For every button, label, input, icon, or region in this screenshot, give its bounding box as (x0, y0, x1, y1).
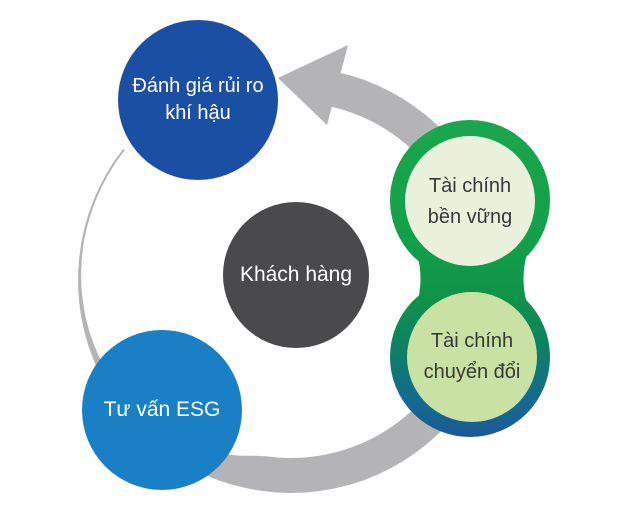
node-sustainable-finance-circle (405, 136, 535, 266)
finance-capsule (390, 120, 550, 437)
node-climate-risk-circle (118, 20, 278, 180)
node-esg-circle (82, 330, 242, 490)
node-customer-circle (223, 202, 369, 348)
node-transition-finance-circle (407, 292, 537, 422)
cycle-arrow-head-icon (278, 45, 348, 125)
